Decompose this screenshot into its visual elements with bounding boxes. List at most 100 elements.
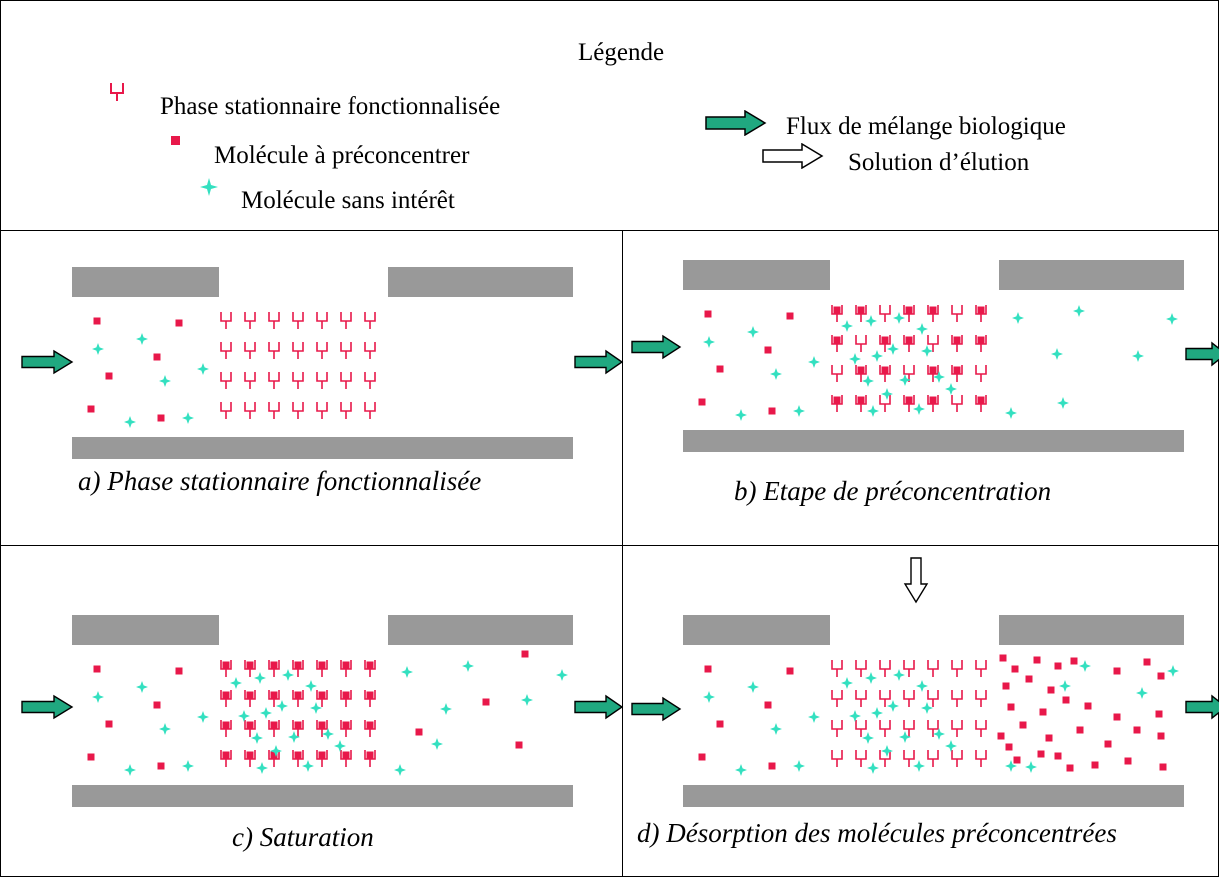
stationary-phase-site <box>292 402 304 419</box>
other-molecule <box>867 405 879 417</box>
stationary-phase-site <box>244 660 256 677</box>
other-molecule <box>1059 680 1071 692</box>
target-molecule <box>1054 752 1062 760</box>
stationary-phase-site <box>364 750 376 767</box>
captured-molecule <box>833 396 841 404</box>
stationary-phase-site <box>855 660 867 677</box>
outlet-flow-arrow <box>1185 694 1219 720</box>
stationary-phase-site <box>340 720 352 737</box>
channel-top-wall-left <box>72 615 219 645</box>
panel-b-caption: b) Etape de préconcentration <box>734 476 1052 506</box>
other-molecule <box>867 762 879 774</box>
captured-molecule <box>905 306 913 314</box>
other-molecule-icon <box>200 178 218 196</box>
other-molecule <box>862 732 874 744</box>
stationary-phase-site <box>220 660 232 677</box>
target-molecule <box>1070 657 1078 665</box>
stationary-phase-site <box>340 750 352 767</box>
other-molecule <box>871 350 883 362</box>
elution-arrow-icon <box>762 143 824 169</box>
stationary-phase-site <box>316 660 328 677</box>
stationary-phase-site <box>292 690 304 707</box>
stationary-phase-site <box>927 305 939 322</box>
other-molecule <box>1073 305 1085 317</box>
target-molecule <box>786 667 794 675</box>
other-molecule <box>747 326 759 338</box>
captured-molecule <box>222 721 230 729</box>
other-molecule <box>841 320 853 332</box>
target-molecule <box>93 665 101 673</box>
target-molecule <box>521 650 529 658</box>
target-molecule <box>768 762 776 770</box>
captured-molecule <box>294 661 302 669</box>
other-molecule <box>1051 348 1063 360</box>
elution-flow-arrow <box>903 557 929 604</box>
other-molecule <box>394 764 406 776</box>
target-molecule <box>1133 726 1141 734</box>
stationary-phase-site <box>831 305 843 322</box>
stationary-phase-site <box>831 660 843 677</box>
captured-molecule <box>366 691 374 699</box>
target-molecule <box>1157 672 1165 680</box>
stationary-phase-site <box>220 402 232 419</box>
other-molecule <box>302 760 314 772</box>
stationary-phase-site <box>268 660 280 677</box>
other-molecule <box>862 375 874 387</box>
stationary-phase-site <box>316 690 328 707</box>
target-molecule-icon <box>171 136 180 145</box>
other-molecule <box>1132 350 1144 362</box>
other-molecule <box>881 745 893 757</box>
captured-molecule <box>953 336 961 344</box>
stationary-phase-site <box>340 690 352 707</box>
stationary-phase-site <box>364 720 376 737</box>
stationary-phase-site <box>855 720 867 737</box>
stationary-phase-site <box>244 690 256 707</box>
other-molecule <box>1166 313 1178 325</box>
channel-bottom-wall <box>72 785 573 807</box>
stationary-phase-site <box>927 660 939 677</box>
channel-top-wall-right <box>999 260 1184 290</box>
stationary-phase-site <box>975 690 987 707</box>
captured-molecule <box>342 721 350 729</box>
stationary-phase-site <box>927 690 939 707</box>
biological-flow-arrow-icon <box>705 110 767 136</box>
other-molecule <box>945 383 957 395</box>
other-molecule <box>899 374 911 386</box>
panel-a-caption: a) Phase stationnaire fonctionnalisée <box>78 466 482 496</box>
stationary-phase-site <box>975 395 987 412</box>
target-molecule <box>997 732 1005 740</box>
target-molecule <box>716 365 724 373</box>
stationary-phase-site <box>244 720 256 737</box>
stationary-phase-site <box>244 372 256 389</box>
stationary-phase-site <box>903 305 915 322</box>
outlet-flow-arrow <box>1185 341 1219 367</box>
inlet-flow-arrow <box>631 334 682 360</box>
captured-molecule <box>246 721 254 729</box>
target-molecule <box>157 414 165 422</box>
stationary-phase-site <box>975 660 987 677</box>
other-molecule <box>92 343 104 355</box>
target-molecule <box>1033 656 1041 664</box>
legend-elution-label: Solution d’élution <box>848 149 1030 176</box>
other-molecule <box>913 760 925 772</box>
captured-molecule <box>905 336 913 344</box>
stationary-phase-site <box>268 750 280 767</box>
stationary-phase-site <box>340 402 352 419</box>
other-molecule <box>1012 312 1024 324</box>
other-molecule <box>230 677 242 689</box>
target-molecule <box>1066 764 1074 772</box>
captured-molecule <box>270 691 278 699</box>
other-molecule <box>270 745 282 757</box>
channel-bottom-wall <box>72 437 573 459</box>
other-molecule <box>913 403 925 415</box>
stationary-phase-site <box>316 750 328 767</box>
stationary-phase-site <box>855 365 867 382</box>
target-molecule <box>1104 740 1112 748</box>
target-molecule <box>153 701 161 709</box>
other-molecule <box>310 702 322 714</box>
legend-biological-flow-label: Flux de mélange biologique <box>786 113 1066 140</box>
target-molecule <box>1045 734 1053 742</box>
target-molecule <box>1011 665 1019 673</box>
target-molecule <box>764 701 772 709</box>
target-molecule <box>716 720 724 728</box>
